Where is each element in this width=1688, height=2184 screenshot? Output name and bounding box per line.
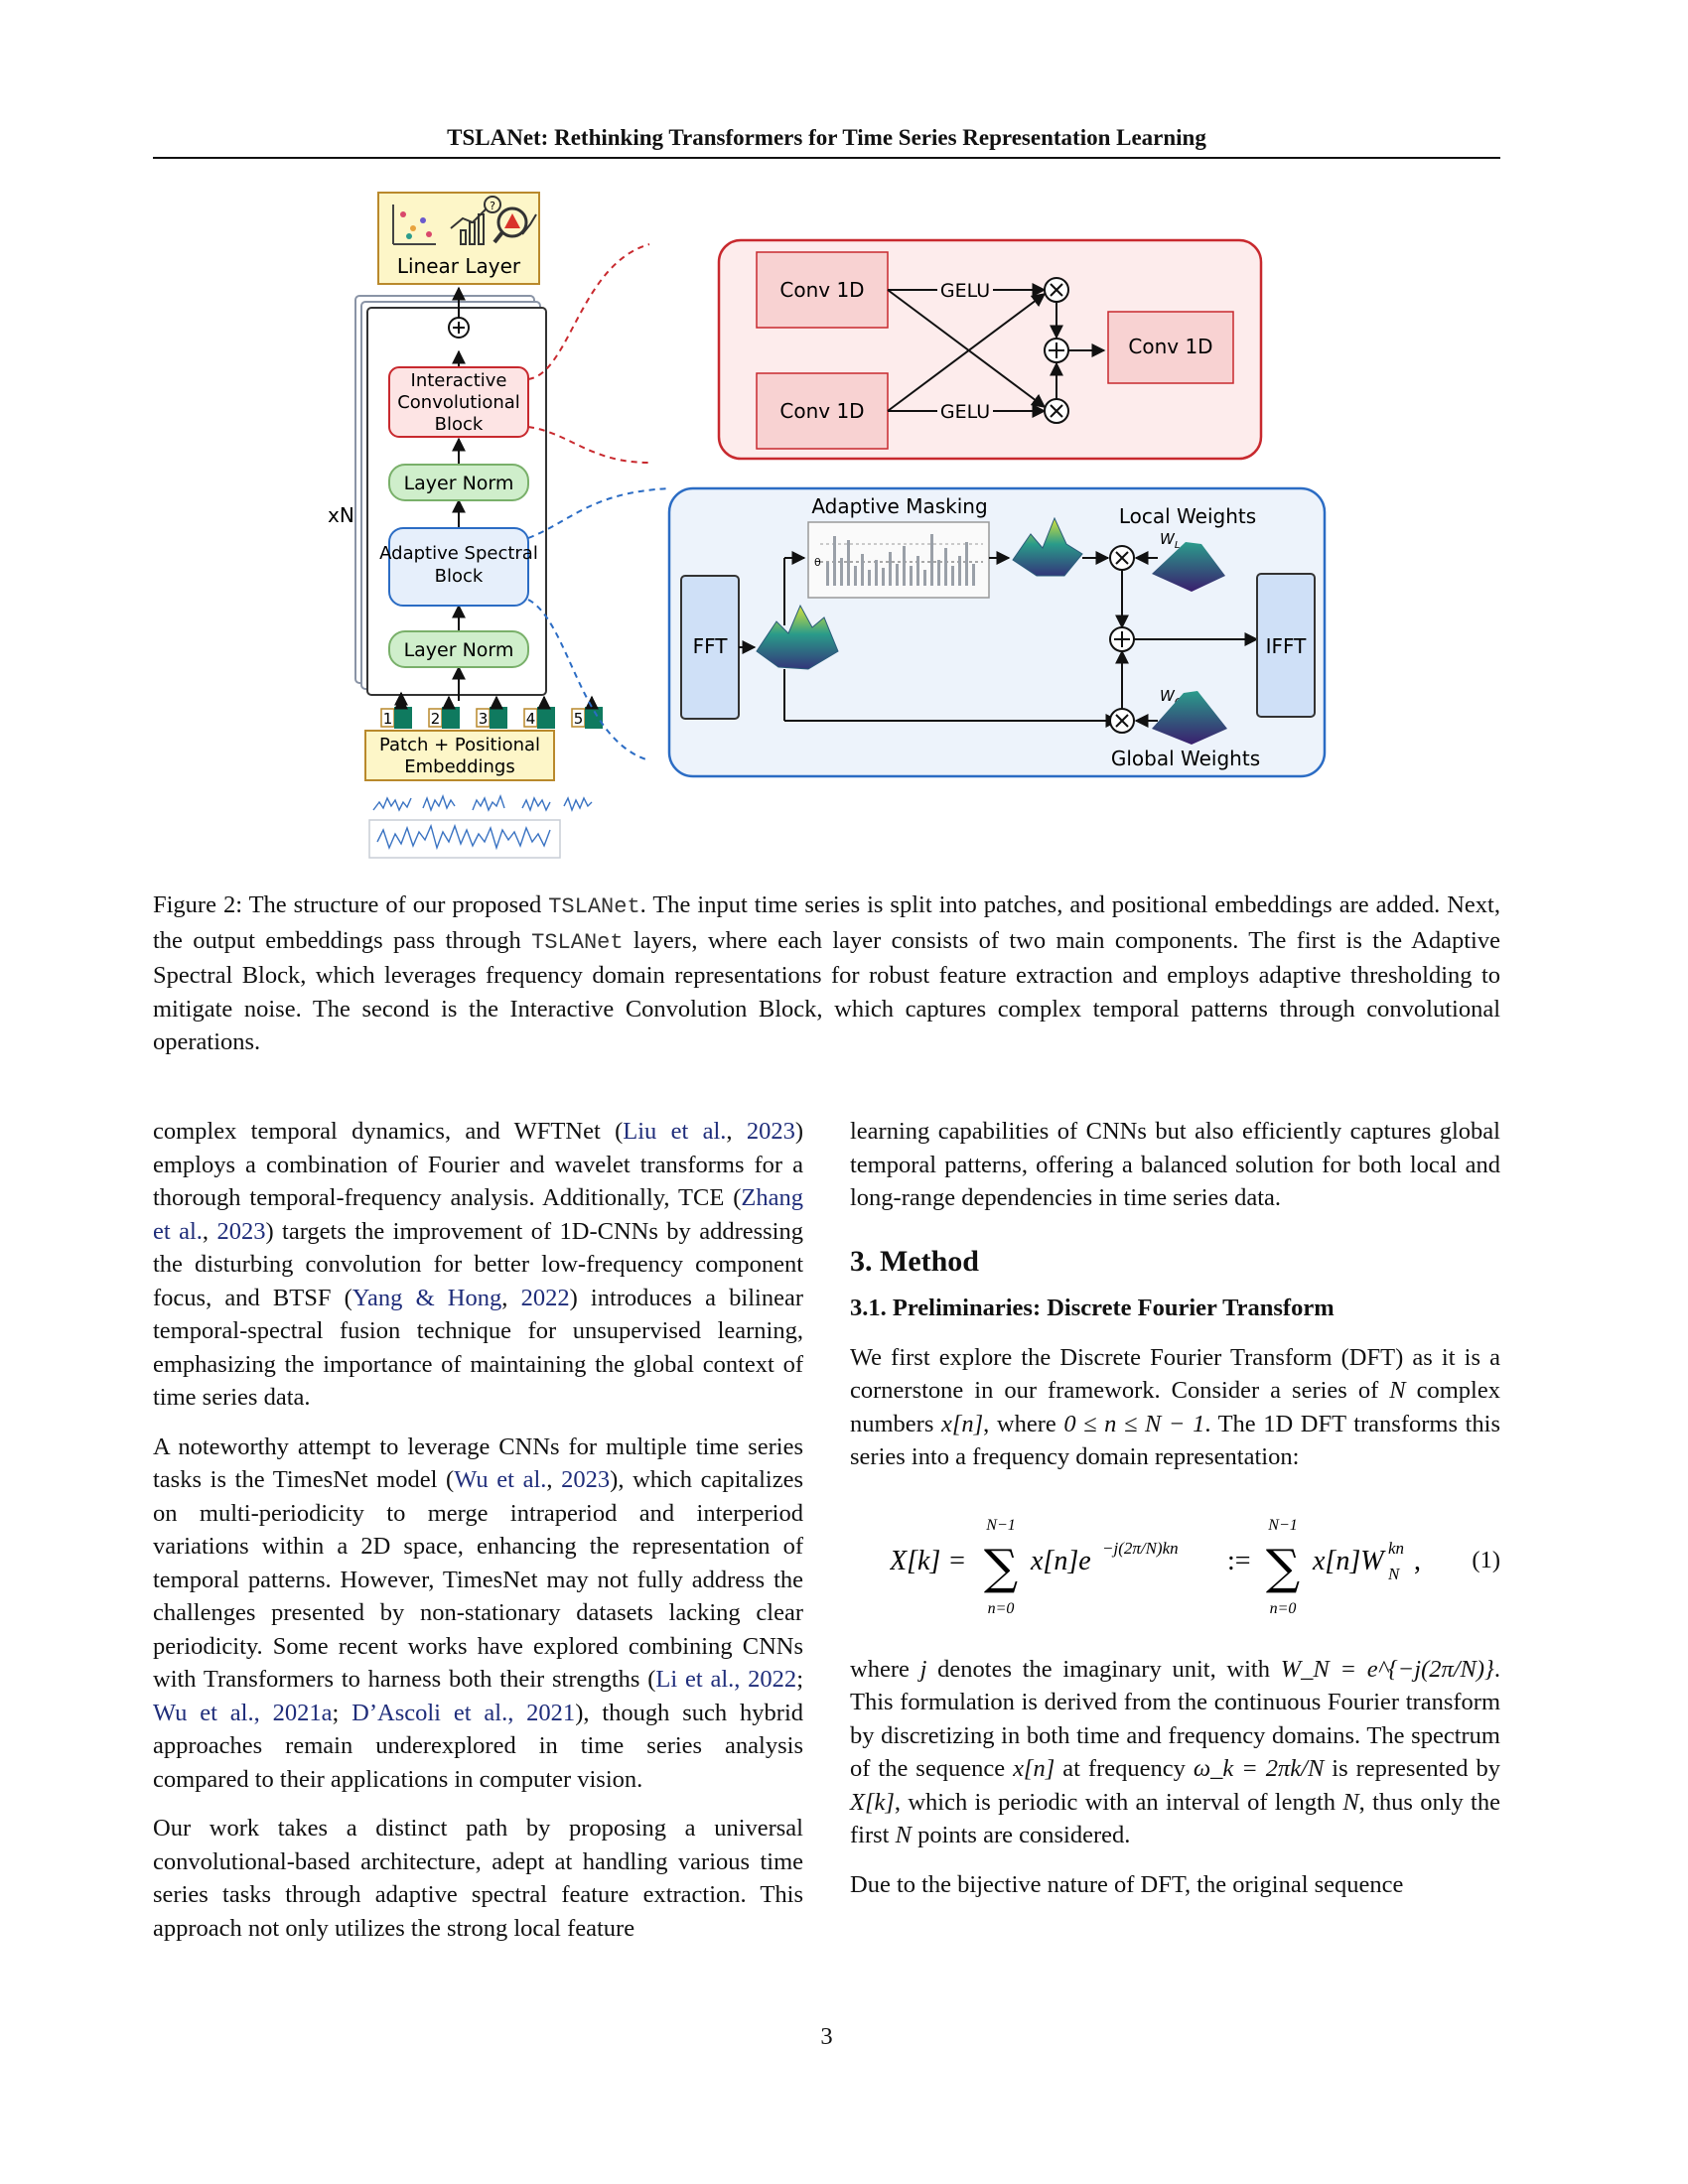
adaptive-spectral-block: Adaptive Spectral Block bbox=[379, 527, 538, 607]
svg-text:n=0: n=0 bbox=[1270, 1600, 1297, 1617]
equation-number: (1) bbox=[1472, 1546, 1500, 1573]
local-weights-surface-icon bbox=[1152, 542, 1225, 592]
svg-text:n=0: n=0 bbox=[988, 1600, 1015, 1617]
embeddings-line1: Patch + Positional bbox=[379, 735, 540, 755]
fft-label: FFT bbox=[693, 634, 729, 658]
conv1d-bottom-label: Conv 1D bbox=[779, 399, 864, 423]
bar-question-icon: ? bbox=[450, 196, 501, 245]
page-number: 3 bbox=[820, 2023, 833, 2050]
svg-text:,: , bbox=[1414, 1546, 1421, 1576]
linear-layer-label: Linear Layer bbox=[397, 254, 521, 278]
paragraph: We first explore the Discrete Fourier Tr… bbox=[850, 1343, 1500, 1471]
interactive-block-line3: Block bbox=[435, 414, 484, 435]
caption-part1: . The input time series is split into pa… bbox=[153, 891, 1500, 954]
repeat-label: xN bbox=[328, 503, 354, 527]
svg-text:−j(2π/N)kn: −j(2π/N)kn bbox=[1102, 1539, 1179, 1558]
svg-text:N−1: N−1 bbox=[1267, 1517, 1297, 1534]
svg-text:kn: kn bbox=[1388, 1539, 1404, 1558]
svg-text:∑: ∑ bbox=[984, 1540, 1018, 1595]
architecture-figure: ? Linear Layer Interactive Convolutional… bbox=[328, 192, 1327, 859]
svg-text::=: := bbox=[1227, 1546, 1251, 1576]
equation-body: X[k] = N−1 ∑ n=0 x[n]e −j(2π/N)kn := N−1… bbox=[890, 1517, 1421, 1617]
svg-text:X[k] =: X[k] = bbox=[890, 1546, 966, 1576]
spectrum-surface-icon bbox=[756, 604, 839, 670]
add-spectral-icon bbox=[1109, 626, 1135, 652]
patch-embeddings-box: Patch + Positional Embeddings bbox=[364, 730, 555, 781]
layer-norm-bottom-label: Layer Norm bbox=[404, 639, 514, 661]
left-column: complex temporal dynamics, and WFTNet (L… bbox=[153, 1115, 803, 1961]
theta-label: θ bbox=[814, 556, 821, 569]
add-icon bbox=[1044, 338, 1069, 363]
header-rule bbox=[153, 157, 1500, 159]
patch-number-4: 4 bbox=[526, 710, 536, 728]
paragraph: where j denotes the imaginary unit, with… bbox=[850, 1655, 1500, 1849]
multiply-local-icon bbox=[1109, 545, 1135, 571]
adaptive-spectral-detail-panel: FFT Adaptive Masking θ bbox=[667, 486, 1327, 778]
svg-text:N: N bbox=[1387, 1565, 1401, 1583]
citation-link[interactable]: Wu et al., 2023 bbox=[454, 1466, 611, 1493]
scatter-plot-icon bbox=[392, 205, 436, 245]
right-column: learning capabilities of CNNs but also e… bbox=[850, 1115, 1500, 1917]
caption-lead: Figure 2: The structure of our proposed bbox=[153, 891, 549, 918]
paragraph: complex temporal dynamics, and WFTNet (L… bbox=[153, 1118, 804, 1411]
input-time-series bbox=[368, 793, 593, 859]
section-title: 3. Method bbox=[850, 1244, 979, 1278]
citation-link[interactable]: D’Ascoli et al., 2021 bbox=[352, 1699, 576, 1726]
spectral-block-line2: Block bbox=[435, 566, 484, 587]
citation-link[interactable]: Zhang et al., 2023 bbox=[153, 1184, 803, 1245]
patch-number-1: 1 bbox=[383, 710, 393, 728]
conv1d-top-label: Conv 1D bbox=[779, 278, 864, 302]
citation-link[interactable]: Liu et al., 2023 bbox=[623, 1118, 795, 1145]
multiply-global-icon bbox=[1109, 708, 1135, 734]
multiply-top-icon bbox=[1044, 277, 1069, 303]
interactive-block-line1: Interactive bbox=[411, 370, 507, 391]
spectral-block-line1: Adaptive Spectral bbox=[379, 543, 538, 564]
interactive-block-line2: Convolutional bbox=[397, 392, 520, 413]
global-weights-surface-icon bbox=[1152, 691, 1227, 745]
equation-dft: X[k] = N−1 ∑ n=0 x[n]e −j(2π/N)kn := N−1… bbox=[850, 1492, 1500, 1631]
linear-layer-box: ? Linear Layer bbox=[377, 192, 540, 285]
wl-label: WL bbox=[1160, 530, 1180, 551]
gelu-top-label: GELU bbox=[940, 280, 990, 302]
paragraph: A noteworthy attempt to leverage CNNs fo… bbox=[153, 1433, 804, 1793]
patch-number-3: 3 bbox=[479, 710, 489, 728]
residual-add-icon bbox=[448, 317, 470, 339]
layer-norm-top: Layer Norm bbox=[388, 464, 529, 501]
multiply-bottom-icon bbox=[1044, 398, 1069, 424]
patch-number-2: 2 bbox=[431, 710, 441, 728]
citation-link[interactable]: Wu et al., 2021a bbox=[153, 1699, 333, 1726]
svg-text:?: ? bbox=[490, 200, 495, 212]
running-header: TSLANet: Rethinking Transformers for Tim… bbox=[447, 125, 1206, 150]
gelu-bottom-label: GELU bbox=[940, 401, 990, 423]
embeddings-line2: Embeddings bbox=[404, 756, 514, 777]
patch-number-5: 5 bbox=[574, 710, 584, 728]
adaptive-masking-label: Adaptive Masking bbox=[811, 494, 987, 518]
conv1d-output-label: Conv 1D bbox=[1128, 335, 1212, 358]
layer-norm-top-label: Layer Norm bbox=[404, 473, 514, 494]
caption-model-name: TSLANet bbox=[531, 929, 624, 955]
paragraph: learning capabilities of CNNs but also e… bbox=[850, 1118, 1500, 1211]
masked-spectrum-icon bbox=[1012, 516, 1083, 577]
patch-tokens: 1 2 3 4 5 bbox=[380, 691, 603, 729]
global-weights-label: Global Weights bbox=[1111, 747, 1260, 770]
svg-text:∑: ∑ bbox=[1266, 1540, 1300, 1595]
figure-caption: Figure 2: The structure of our proposed … bbox=[153, 888, 1500, 1059]
interactive-conv-detail-panel: Conv 1D Conv 1D Conv 1D GELU GELU bbox=[717, 238, 1263, 461]
masking-bar-chart: θ bbox=[807, 521, 990, 599]
svg-text:N−1: N−1 bbox=[985, 1517, 1015, 1534]
svg-text:x[n]e: x[n]e bbox=[1030, 1546, 1091, 1576]
ifft-label: IFFT bbox=[1266, 634, 1308, 658]
local-weights-label: Local Weights bbox=[1119, 504, 1256, 528]
anomaly-search-icon bbox=[492, 206, 537, 244]
subsection-title: 3.1. Preliminaries: Discrete Fourier Tra… bbox=[850, 1295, 1335, 1321]
citation-link[interactable]: Yang & Hong, 2022 bbox=[352, 1284, 570, 1311]
paragraph: Our work takes a distinct path by propos… bbox=[153, 1815, 803, 1942]
caption-part2: layers, where each layer consists of two… bbox=[153, 926, 1500, 1056]
interactive-conv-block: Interactive Convolutional Block bbox=[388, 366, 529, 438]
paragraph: Due to the bijective nature of DFT, the … bbox=[850, 1870, 1404, 1898]
svg-text:x[n]W: x[n]W bbox=[1312, 1546, 1386, 1576]
caption-model-name: TSLANet bbox=[548, 894, 640, 919]
citation-link[interactable]: Li et al., 2022 bbox=[655, 1666, 797, 1693]
layer-norm-bottom: Layer Norm bbox=[388, 630, 529, 668]
